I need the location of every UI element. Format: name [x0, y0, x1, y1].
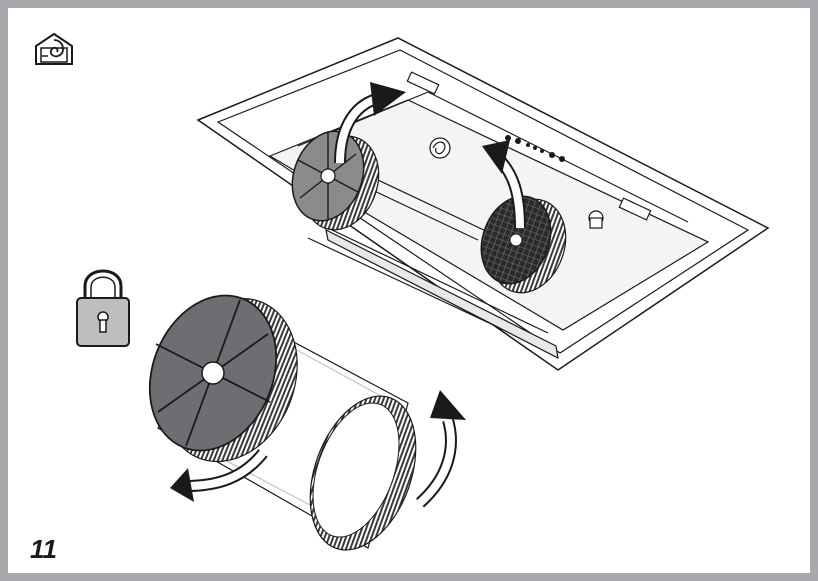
- padlock-icon: [76, 269, 130, 347]
- rotate-arrow-left: [170, 449, 268, 502]
- cooker-hood: [196, 37, 770, 371]
- step-number: 11: [30, 534, 57, 564]
- installation-diagram: [35, 32, 770, 551]
- recirculation-mode-icon: [35, 32, 73, 65]
- carbon-filter-large: [148, 294, 417, 551]
- rotate-arrow-right: [415, 390, 466, 508]
- carbon-filter-right: [480, 195, 567, 294]
- install-arrow-right: [482, 140, 526, 229]
- install-arrow-left: [334, 82, 406, 164]
